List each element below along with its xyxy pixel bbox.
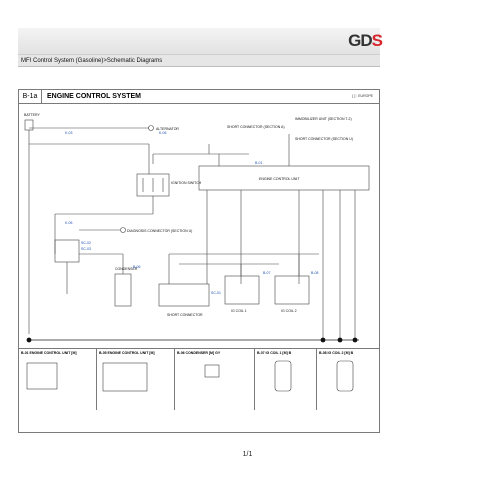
breadcrumb[interactable]: MFI Control System (Gasoline)>Schematic … xyxy=(18,54,380,67)
ig-coil-2-symbol xyxy=(274,275,310,305)
connector-id-k03: K-03 xyxy=(65,131,72,135)
ig-coil-1-label: IG COIL 1 xyxy=(231,309,247,313)
short-connector-sc03-symbol xyxy=(54,239,80,263)
ecu-label: ENGINE CONTROL UNIT xyxy=(259,177,300,181)
short-connector-sect-a-label: SHORT CONNECTOR (SECTION A) xyxy=(227,125,285,129)
connector-view-b01: B-01 ENGINE CONTROL UNIT [M] xyxy=(19,349,97,410)
sheet-header: B-1a ENGINE CONTROL SYSTEM [ ] : EUROPE xyxy=(19,90,379,104)
connector-b07-face xyxy=(274,360,292,392)
sheet-region: [ ] : EUROPE xyxy=(352,94,373,98)
connector-view-b05: B-05 ENGINE CONTROL UNIT [M] xyxy=(97,349,175,410)
diagnosis-connector-label: DIAGNOSIS CONNECTOR (SECTION U) xyxy=(127,229,192,233)
connector-id-b08: B-08 xyxy=(311,271,318,275)
ground-marker xyxy=(26,337,32,343)
battery-symbol xyxy=(24,119,34,131)
diagnosis-connector-symbol xyxy=(120,227,126,233)
sheet-code: B-1a xyxy=(19,90,42,103)
header-bar xyxy=(18,28,380,55)
connector-b08-face xyxy=(336,360,354,392)
connector-view-b07: B-07 IG COIL 1 [M] B xyxy=(255,349,317,410)
schematic-sheet: B-1a ENGINE CONTROL SYSTEM [ ] : EUROPE xyxy=(18,89,380,433)
connector-id-sc02: SC-02 xyxy=(81,241,91,245)
immobilizer-unit-label: IMMOBILIZER UNIT (SECTION T-2) xyxy=(295,117,352,121)
battery-label: BATTERY xyxy=(24,113,40,117)
ignition-switch-label: IGNITION SWITCH xyxy=(171,181,202,185)
connector-id-sc01: SC-01 xyxy=(211,291,221,295)
connector-id-b06: B-06 xyxy=(133,265,140,269)
connector-views-row: B-01 ENGINE CONTROL UNIT [M] B-05 ENGINE… xyxy=(19,348,379,410)
sheet-title: ENGINE CONTROL SYSTEM xyxy=(47,93,141,100)
ecu-symbol xyxy=(198,165,370,191)
alternator-symbol xyxy=(148,125,154,131)
connector-id-k06: K-06 xyxy=(159,131,166,135)
connector-b06-face xyxy=(204,364,220,378)
short-connector-sect-u-label: SHORT CONNECTOR (SECTION U) xyxy=(295,137,353,141)
ground-marker xyxy=(337,337,343,343)
page-number: 1/1 xyxy=(242,451,253,458)
alternator-label: ALTERNATOR xyxy=(156,127,179,131)
connector-id-b07: B-07 xyxy=(263,271,270,275)
wiring-diagram: BATTERY ALTERNATOR IGNITION SWITCH DIAGN… xyxy=(24,113,370,343)
short-connector-symbol xyxy=(158,283,210,307)
condenser-label: CONDENSER xyxy=(115,267,138,271)
connector-b05-face xyxy=(102,362,148,392)
connector-view-b08: B-08 IG COIL 2 [M] B xyxy=(319,351,354,355)
connector-id-b01: B-01 xyxy=(255,161,262,165)
connector-drawings xyxy=(26,360,354,392)
gds-logo: GDS xyxy=(348,31,383,50)
short-connector-label: SHORT CONNECTOR xyxy=(167,313,203,317)
connector-id-k05: K-05 xyxy=(65,221,72,225)
condenser-symbol xyxy=(114,273,132,307)
ig-coil-2-label: IG COIL 2 xyxy=(281,309,297,313)
ig-coil-1-symbol xyxy=(224,275,260,305)
ground-marker xyxy=(320,337,326,343)
connector-id-sc03: SC-03 xyxy=(81,247,91,251)
connector-view-b06: B-06 CONDENSER [M] GY xyxy=(175,349,255,410)
connector-b01-face xyxy=(26,362,58,390)
ground-marker xyxy=(352,337,358,343)
